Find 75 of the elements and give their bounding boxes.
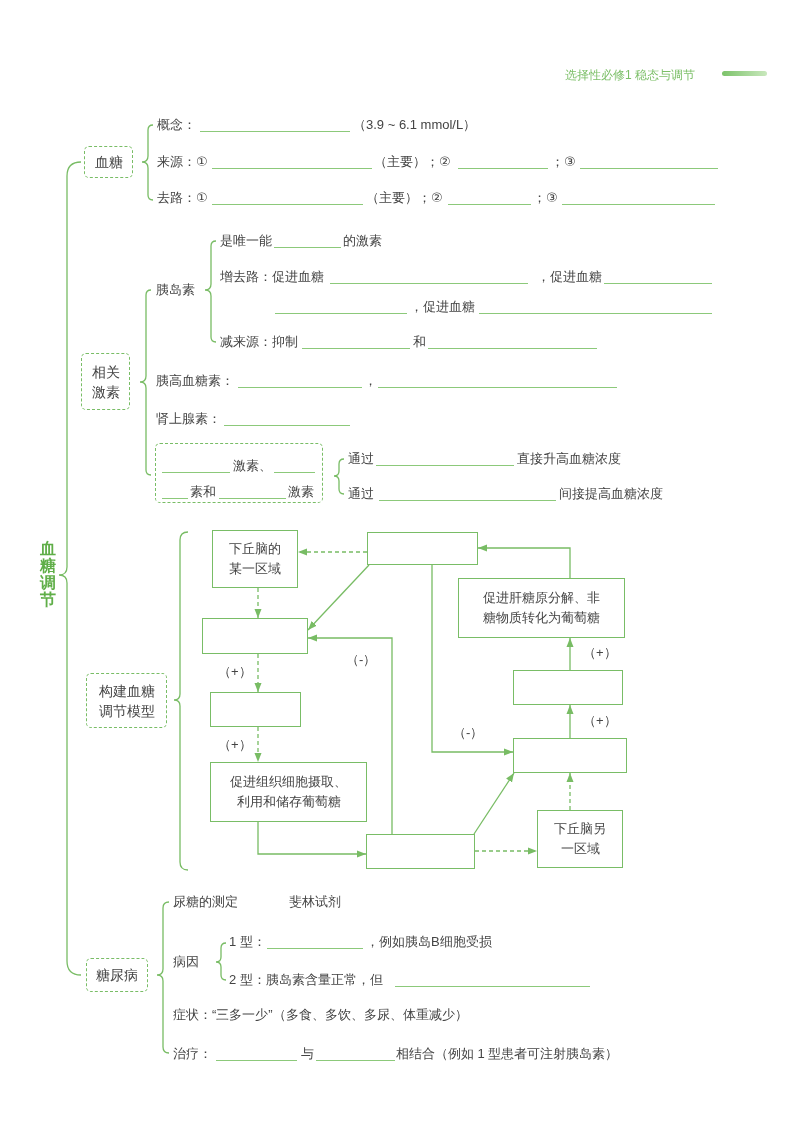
- text-label: 1 型：: [229, 934, 266, 950]
- dashed-arrow: [566, 772, 574, 811]
- topic-box: [86, 673, 167, 728]
- text-label: （主要）；②: [374, 154, 451, 170]
- text-label: ，: [364, 373, 377, 389]
- dashed-arrow: [254, 653, 262, 693]
- arrow: [257, 821, 367, 858]
- topic-box: [81, 353, 130, 410]
- process-box: [210, 762, 367, 822]
- answer-box: [202, 618, 308, 654]
- topic-text: 素和: [189, 483, 216, 500]
- arrow: [566, 704, 574, 739]
- arrow: [473, 772, 515, 835]
- process-box: [537, 810, 623, 868]
- text-label: ；③: [551, 154, 576, 170]
- text-label: 肾上腺素：: [156, 411, 221, 427]
- process-text: 下丘脑的某一区域: [228, 540, 282, 578]
- text-label: 与: [301, 1046, 314, 1062]
- arrow: [307, 564, 370, 631]
- topic-text: 激素: [287, 483, 314, 500]
- text-label: ，促进血糖: [537, 269, 602, 285]
- text-label: 减来源：抑制: [220, 334, 298, 350]
- answer-box: [366, 834, 475, 869]
- answer-box: [513, 738, 627, 773]
- text-label: 直接升高血糖浓度: [517, 451, 621, 467]
- dashed-arrow: [297, 548, 368, 556]
- text-label: ，促进血糖: [410, 299, 475, 315]
- text-label: 斐林试剂: [289, 894, 341, 910]
- process-box: [212, 530, 298, 588]
- process-text: 促进组织细胞摄取、利用和储存葡萄糖: [229, 773, 348, 811]
- topic-title: 血糖调节: [40, 540, 56, 608]
- arrow: [431, 564, 514, 756]
- dashed-arrow: [254, 587, 262, 619]
- text-label: ，例如胰岛B细胞受损: [366, 934, 492, 950]
- text-label: 概念：: [157, 117, 196, 133]
- text-label: 症状：“三多一少”（多食、多饮、多尿、体重减少）: [173, 1007, 468, 1023]
- text-label: 2 型：胰岛素含量正常，但: [229, 972, 383, 988]
- answer-box: [513, 670, 623, 705]
- topic-text: 构建血糖调节模型: [97, 681, 156, 721]
- topic-text: 糖尿病: [96, 966, 138, 985]
- text-label: 去路：①: [157, 190, 208, 206]
- arrow: [566, 637, 574, 671]
- text-label: 来源：①: [157, 154, 208, 170]
- dashed-arrow: [474, 847, 538, 855]
- text-label: 和: [413, 334, 426, 350]
- text-label: （3.9 ~ 6.1 mmol/L）: [353, 117, 477, 133]
- text-label: 的激素: [343, 233, 382, 249]
- topic-text: 激素、: [232, 457, 272, 474]
- topic-text: 相关激素: [90, 362, 121, 402]
- process-box: [458, 578, 625, 638]
- branch-label: 胰岛素: [156, 282, 195, 298]
- text-label: 是唯一能: [220, 233, 272, 249]
- branch-label: 病因: [173, 954, 199, 970]
- dashed-arrow: [254, 726, 262, 763]
- text-label: 增去路：促进血糖: [220, 269, 324, 285]
- text-label: 间接提高血糖浓度: [559, 486, 663, 502]
- arrow: [477, 544, 571, 579]
- answer-box: [367, 532, 478, 565]
- text-label: 通过: [348, 486, 374, 502]
- section-header: 选择性必修1 稳态与调节: [565, 67, 695, 83]
- text-label: 尿糖的测定: [173, 894, 238, 910]
- topic-box: [155, 443, 323, 503]
- topic-text: 血糖: [94, 153, 123, 172]
- text-label: 治疗：: [173, 1046, 212, 1062]
- text-label: 相结合（例如 1 型患者可注射胰岛素）: [396, 1046, 619, 1062]
- text-label: 通过: [348, 451, 374, 467]
- text-label: （主要）；②: [366, 190, 443, 206]
- process-text: 下丘脑另一区域: [553, 820, 607, 858]
- topic-box: [86, 958, 148, 992]
- process-text: 促进肝糖原分解、非糖物质转化为葡萄糖: [482, 589, 601, 627]
- topic-box: [84, 146, 133, 178]
- arrow: [307, 634, 393, 835]
- text-label: ；③: [533, 190, 558, 206]
- answer-box: [210, 692, 301, 727]
- text-label: 胰高血糖素：: [156, 373, 234, 389]
